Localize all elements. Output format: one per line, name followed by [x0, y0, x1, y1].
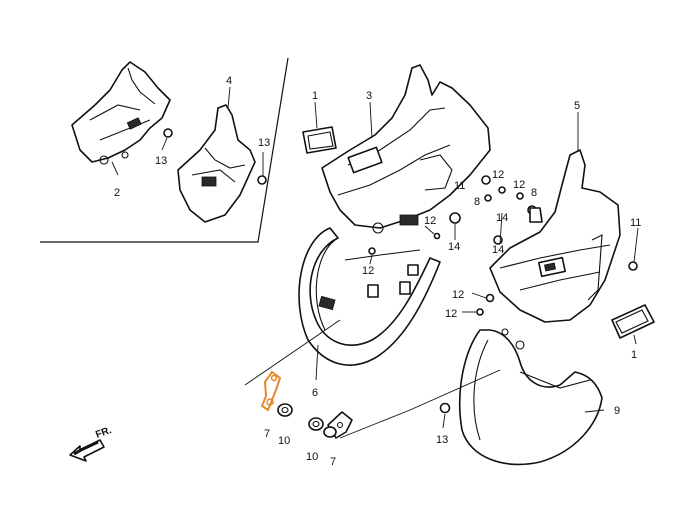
clip-pair: [367, 264, 419, 298]
callout-8: 8: [531, 187, 537, 199]
part-3-upper-fairing: [321, 64, 491, 234]
leader-lines: [111, 86, 639, 439]
callout-9: 9: [614, 405, 620, 417]
callout-3: 3: [366, 90, 372, 102]
part-7-stay-highlighted: [260, 370, 282, 412]
callout-10: 10: [278, 435, 290, 447]
direction-label: FR.: [94, 425, 113, 441]
inset-frame: [40, 57, 289, 243]
part-5-side-cover: [489, 149, 621, 323]
callout-labels: 1 1 2 3 4 5 6 7 7 8 8 9 10 10 11 11 12 1…: [114, 75, 641, 468]
callout-11: 11: [630, 217, 641, 229]
callout-4: 4: [226, 75, 232, 87]
callout-14: 14: [448, 241, 460, 253]
callout-12: 12: [362, 265, 374, 277]
callout-2: 2: [114, 187, 120, 199]
callout-13: 13: [258, 137, 270, 149]
part-6-inner-panel: [298, 227, 441, 366]
grommet-10-left: [277, 403, 293, 417]
callout-1: 1: [631, 349, 637, 361]
callout-13: 13: [155, 155, 167, 167]
callout-1: 1: [312, 90, 318, 102]
callout-12: 12: [445, 308, 457, 320]
callout-12: 12: [452, 289, 464, 301]
callout-5: 5: [574, 100, 580, 112]
callout-14: 14: [492, 244, 504, 256]
callout-6: 6: [312, 387, 318, 399]
part-1-reflector-left: [302, 126, 337, 154]
callout-12: 12: [513, 179, 525, 191]
front-direction-arrow: [69, 439, 105, 462]
grommet-10-right: [308, 417, 337, 438]
part-2-upper-cover: [71, 61, 171, 165]
part-4-side-panel: [177, 104, 256, 223]
callout-12: 12: [424, 215, 436, 227]
fasteners: [163, 128, 638, 414]
callout-13: 13: [436, 434, 448, 446]
callout-8: 8: [474, 196, 480, 208]
callout-14: 14: [496, 212, 508, 224]
callout-11: 11: [454, 180, 465, 192]
callout-7: 7: [264, 428, 270, 440]
part-9-lower-cover: [458, 328, 603, 466]
callout-7: 7: [330, 456, 336, 468]
part-1-reflector-right: [611, 304, 655, 339]
callout-10: 10: [306, 451, 318, 463]
callout-12: 12: [492, 169, 504, 181]
